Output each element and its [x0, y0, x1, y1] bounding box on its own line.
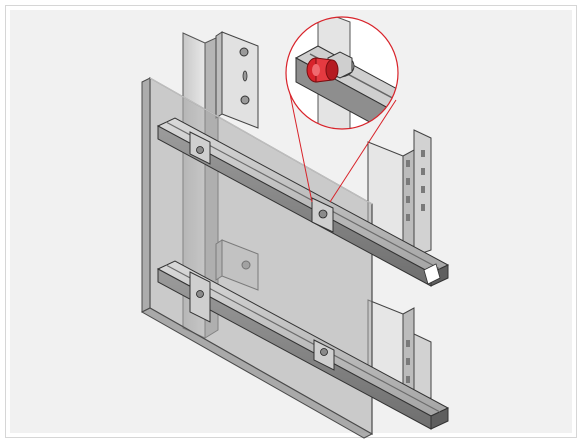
red-clamp-insert	[306, 57, 339, 83]
slot-icon	[242, 70, 248, 82]
upper-wall-bracket	[215, 31, 259, 129]
magnified-detail	[285, 16, 399, 130]
detail-callout-leaders	[287, 83, 397, 203]
bolt-icon	[196, 290, 204, 298]
upper-horizontal-rail	[156, 117, 450, 287]
bolt-icon	[196, 146, 204, 154]
bolt-icon	[320, 348, 328, 356]
lower-horizontal-rail	[156, 260, 450, 430]
rail-clamp-upper-left	[189, 131, 211, 165]
magnifier-ring	[285, 16, 399, 130]
bolt-icon	[240, 95, 250, 105]
bolt-icon	[318, 209, 328, 219]
rail-clamp-lower-right	[313, 339, 335, 371]
rail-clamp-lower-left	[189, 271, 211, 323]
rail-clamp-upper-right	[311, 197, 334, 233]
bolt-icon	[239, 47, 249, 57]
